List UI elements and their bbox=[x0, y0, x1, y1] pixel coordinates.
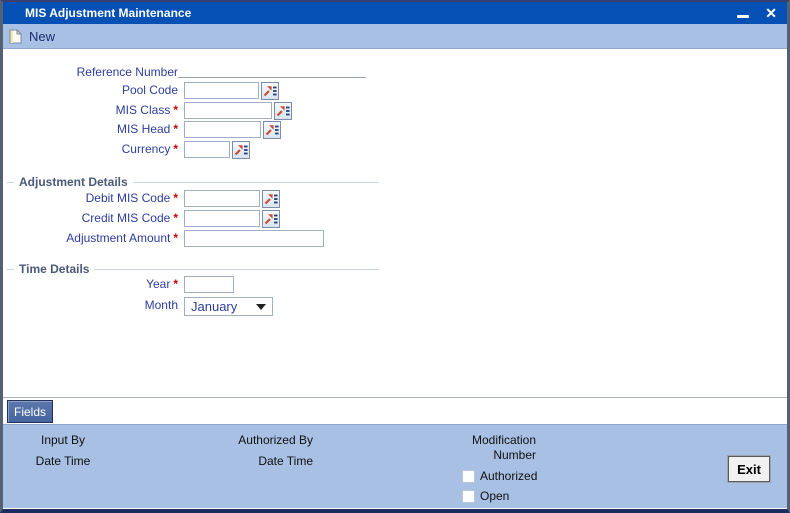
credit-mis-code-input[interactable] bbox=[184, 210, 260, 227]
mis-head-input[interactable] bbox=[184, 121, 261, 138]
form-area: Reference Number Pool Code MIS Class* bbox=[3, 49, 787, 397]
pool-code-label: Pool Code bbox=[121, 83, 178, 97]
audit-footer: Input By Date Time Authorized By Date Ti… bbox=[3, 424, 787, 508]
month-selected-value: January bbox=[191, 299, 238, 314]
title-bar: MIS Adjustment Maintenance ✕ bbox=[3, 2, 787, 24]
currency-label: Currency* bbox=[121, 142, 178, 156]
currency-input[interactable] bbox=[184, 141, 230, 158]
year-input[interactable] bbox=[184, 276, 234, 293]
reference-number-field bbox=[178, 77, 366, 78]
adjustment-amount-label: Adjustment Amount* bbox=[66, 231, 178, 245]
time-details-section-header: Time Details bbox=[7, 262, 379, 276]
adjustment-amount-input[interactable] bbox=[184, 230, 324, 247]
mis-class-input[interactable] bbox=[184, 102, 272, 119]
mis-head-lov-icon[interactable] bbox=[263, 121, 281, 139]
open-checkbox-label: Open bbox=[480, 489, 510, 503]
fields-button[interactable]: Fields bbox=[7, 400, 54, 423]
adjustment-details-section-header: Adjustment Details bbox=[7, 175, 379, 189]
new-document-icon bbox=[9, 28, 22, 44]
auth-date-time-label: Date Time bbox=[258, 454, 313, 468]
credit-mis-code-label: Credit MIS Code* bbox=[81, 211, 178, 225]
debit-mis-code-input[interactable] bbox=[184, 190, 260, 207]
authorized-checkbox[interactable] bbox=[462, 469, 475, 483]
reference-number-label: Reference Number bbox=[76, 65, 178, 79]
close-icon[interactable]: ✕ bbox=[765, 5, 777, 21]
mis-head-label: MIS Head* bbox=[116, 122, 178, 136]
debit-mis-code-lov-icon[interactable] bbox=[262, 190, 280, 208]
debit-mis-code-label: Debit MIS Code* bbox=[85, 191, 178, 205]
mis-class-label: MIS Class* bbox=[115, 103, 178, 117]
authorized-checkbox-label: Authorized bbox=[480, 469, 538, 483]
pool-code-input[interactable] bbox=[184, 82, 259, 99]
credit-mis-code-lov-icon[interactable] bbox=[262, 210, 280, 228]
modification-number-label-line1: Modification bbox=[471, 433, 536, 447]
open-checkbox[interactable] bbox=[462, 489, 475, 503]
currency-lov-icon[interactable] bbox=[232, 141, 250, 159]
input-by-label: Input By bbox=[40, 433, 86, 447]
pool-code-lov-icon[interactable] bbox=[261, 82, 279, 100]
window-title: MIS Adjustment Maintenance bbox=[25, 6, 192, 20]
action-row: Fields bbox=[3, 397, 787, 424]
toolbar: New bbox=[3, 24, 787, 49]
input-date-time-label: Date Time bbox=[35, 454, 91, 468]
exit-button[interactable]: Exit bbox=[727, 455, 771, 483]
chevron-down-icon bbox=[256, 303, 266, 310]
mis-class-lov-icon[interactable] bbox=[274, 102, 292, 120]
year-label: Year* bbox=[146, 277, 178, 291]
modification-number-label-line2: Number bbox=[493, 448, 536, 462]
toolbar-new-button[interactable]: New bbox=[29, 28, 56, 44]
minimize-icon[interactable] bbox=[737, 14, 750, 18]
month-select[interactable]: January bbox=[184, 297, 273, 316]
authorized-by-label: Authorized By bbox=[238, 433, 313, 447]
month-label: Month bbox=[144, 298, 178, 312]
